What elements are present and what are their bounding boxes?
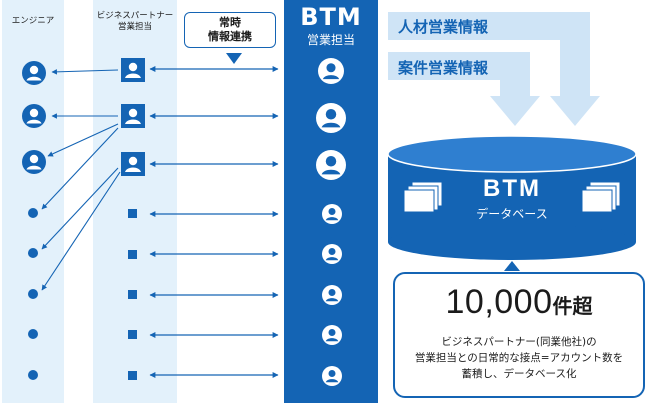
- partner-icon-3: [121, 152, 145, 176]
- assign-arrow-6: [41, 171, 121, 291]
- partner-column-title: ビジネスパートナー 営業担当: [88, 11, 182, 33]
- btm-icon-7: [322, 325, 342, 345]
- stat-pointer: [504, 261, 520, 271]
- partner-square-4: [128, 330, 137, 339]
- project-info-label: 案件営業情報: [398, 59, 489, 77]
- engineer-icon-3: [22, 150, 46, 174]
- btm-icon-1: [318, 58, 344, 84]
- database-title: BTM: [483, 175, 541, 202]
- partner-square-1: [128, 209, 137, 218]
- callout-line2: 情報連携: [208, 30, 252, 43]
- engineer-dot-1: [28, 208, 38, 218]
- stat-box: [393, 272, 645, 398]
- btm-icon-2: [316, 103, 346, 133]
- btm-icon-6: [322, 285, 342, 305]
- engineer-dot-4: [28, 329, 38, 339]
- sync-callout: 常時 情報連携: [184, 12, 276, 48]
- btm-icon-3: [316, 150, 346, 180]
- assign-arrow-1: [51, 69, 119, 75]
- partner-title-line2: 営業担当: [117, 22, 152, 32]
- partner-title-line1: ビジネスパートナー: [96, 11, 174, 21]
- assign-arrow-5: [41, 167, 119, 250]
- project-flow-arrow: [388, 52, 540, 126]
- callout-tail: [226, 53, 242, 64]
- stat-number: 10,000: [445, 283, 553, 321]
- btm-icon-5: [322, 244, 342, 264]
- engineer-icon-2: [22, 104, 46, 128]
- talent-flow-arrow: [388, 12, 600, 126]
- partner-square-2: [128, 250, 137, 259]
- stat-unit: 件超: [552, 294, 593, 318]
- talent-info-label: 人材営業情報: [398, 18, 489, 36]
- stat-desc-line3: 蓄積し、データベース化: [461, 368, 577, 380]
- assign-arrow-3: [47, 123, 119, 157]
- engineer-dot-5: [28, 370, 38, 380]
- callout-line1: 常時: [219, 16, 241, 29]
- partner-icon-2: [121, 104, 145, 128]
- stat-desc-line1: ビジネスパートナー(同業他社)の: [441, 336, 597, 348]
- stat-desc-line2: 営業担当との日常的な接点=アカウント数を: [414, 352, 624, 364]
- btm-title: BTM: [300, 3, 362, 31]
- database-subtitle: データベース: [476, 207, 548, 221]
- engineer-column-title: エンジニア: [11, 16, 55, 26]
- partner-icon-1: [121, 58, 145, 82]
- btm-icon-8: [322, 366, 342, 386]
- stat-description: ビジネスパートナー(同業他社)の 営業担当との日常的な接点=アカウント数を 蓄積…: [393, 334, 645, 382]
- btm-subtitle: 営業担当: [306, 33, 355, 47]
- engineer-icon-1: [22, 61, 46, 85]
- stat-headline: 10,000件超: [393, 283, 645, 322]
- engineer-dot-2: [28, 248, 38, 258]
- btm-icon-4: [322, 204, 342, 224]
- engineer-dot-3: [28, 289, 38, 299]
- assign-arrow-4: [41, 127, 119, 210]
- partner-square-5: [128, 371, 137, 380]
- partner-square-3: [128, 290, 137, 299]
